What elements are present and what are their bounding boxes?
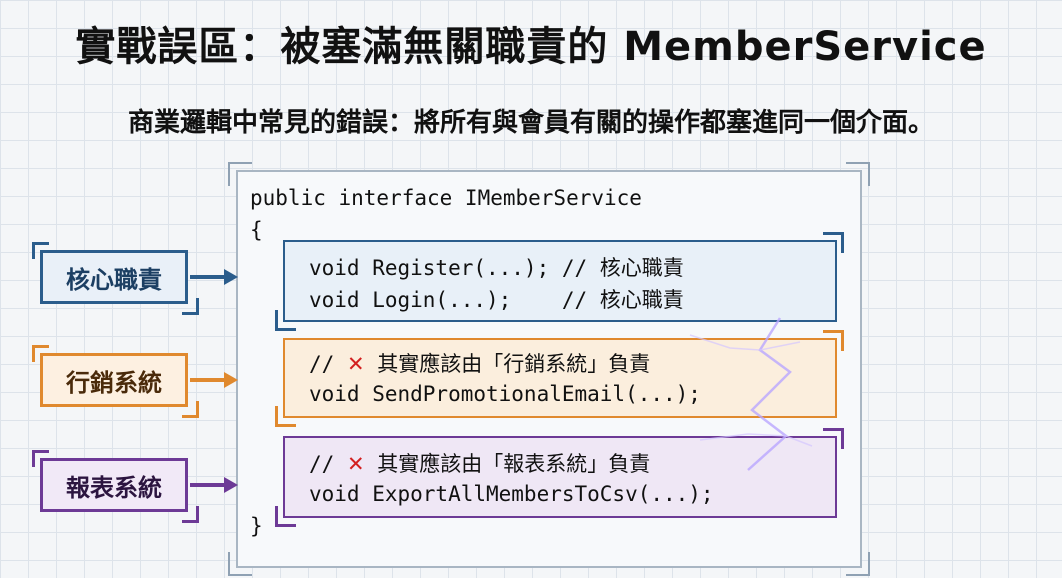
label-report-corner-tl [32, 450, 49, 467]
panel-corner-top-right [846, 162, 870, 186]
page-subtitle: 商業邏輯中常見的錯誤：將所有與會員有關的操作都塞進同一個介面。 [127, 108, 934, 138]
report-box-corner-top-right [823, 428, 844, 449]
comment-prefix: // [309, 452, 347, 476]
core-methods-box: void Register(...); // 核心職責 void Login(.… [283, 240, 837, 322]
label-core-corner-tl [32, 242, 49, 259]
open-brace: { [250, 218, 263, 242]
marketing-methods-box: // ✕ 其實應該由「行銷系統」負責 void SendPromotionalE… [283, 338, 837, 418]
marketing-comment-line: // ✕ 其實應該由「行銷系統」負責 [309, 348, 650, 378]
core-box-corner-top-right [823, 232, 844, 253]
lightning-crack-glow-icon [689, 334, 801, 351]
label-core-responsibility: 核心職責 [40, 250, 188, 304]
report-methods-box: // ✕ 其實應該由「報表系統」負責 void ExportAllMembers… [283, 436, 837, 518]
report-comment-line: // ✕ 其實應該由「報表系統」負責 [309, 448, 650, 478]
panel-corner-bottom-right [846, 552, 870, 576]
label-core-corner-br [182, 298, 199, 315]
arrow-marketing-head-icon [224, 372, 238, 388]
comment-text: 其實應該由「行銷系統」負責 [364, 352, 651, 376]
lightning-branch-icon [699, 433, 813, 447]
export-members-csv-line: void ExportAllMembersToCsv(...); [309, 482, 714, 506]
report-box-corner-bottom-left [275, 506, 296, 527]
lightning-crack-icon [747, 317, 792, 471]
send-promotional-email-line: void SendPromotionalEmail(...); [309, 382, 701, 406]
label-marketing-system: 行銷系統 [40, 353, 188, 407]
close-brace: } [250, 514, 263, 538]
register-method-line: void Register(...); // 核心職責 [309, 256, 684, 280]
comment-text: 其實應該由「報表系統」負責 [364, 452, 651, 476]
label-marketing-corner-tl [32, 345, 49, 362]
label-marketing-corner-br [182, 401, 199, 418]
login-method-line: void Login(...); // 核心職責 [309, 288, 684, 312]
core-box-corner-bottom-left [275, 310, 296, 331]
error-x-icon: ✕ [346, 452, 365, 476]
marketing-box-corner-bottom-left [275, 406, 296, 427]
label-report-corner-br [182, 506, 199, 523]
page-title: 實戰誤區：被塞滿無關職責的 MemberService [75, 24, 987, 70]
arrow-core-head-icon [224, 269, 238, 285]
panel-corner-bottom-left [228, 552, 252, 576]
arrow-report-head-icon [224, 477, 238, 493]
interface-declaration: public interface IMemberService [250, 186, 642, 210]
marketing-box-corner-top-right [823, 330, 844, 351]
label-report-system: 報表系統 [40, 458, 188, 512]
comment-prefix: // [309, 352, 347, 376]
error-x-icon: ✕ [346, 352, 365, 376]
panel-corner-top-left [228, 162, 252, 186]
